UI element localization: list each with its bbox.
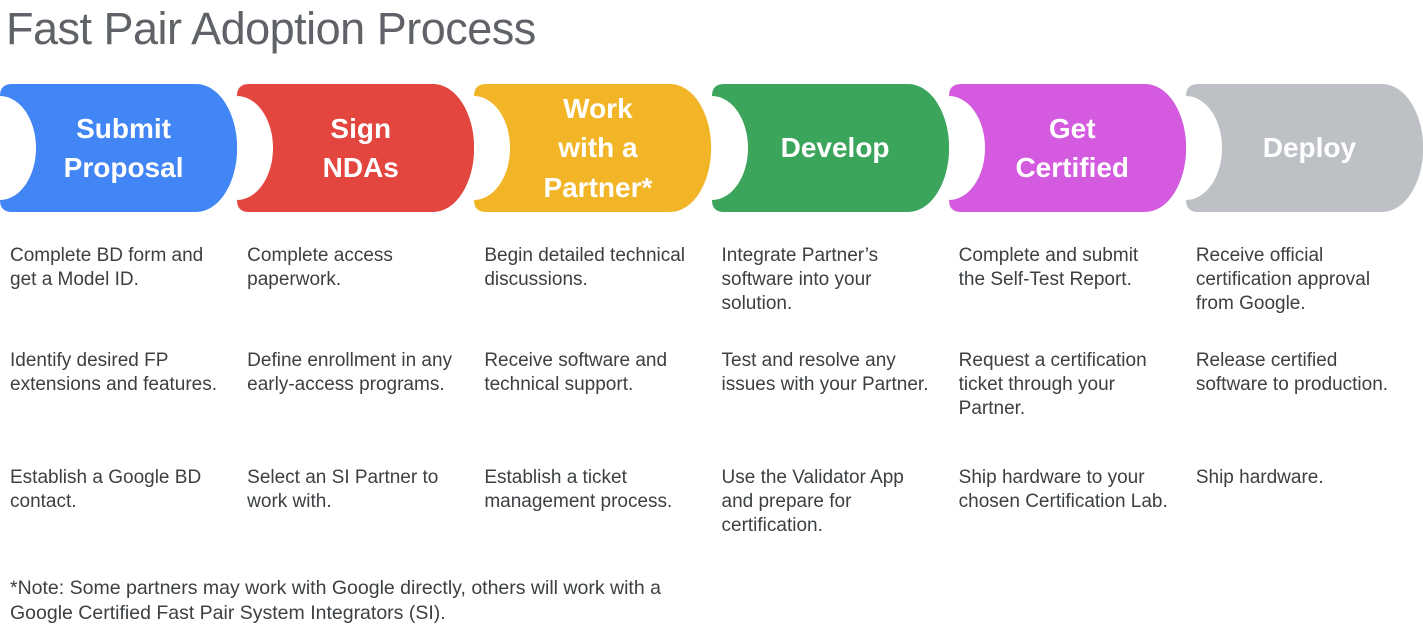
stage-label: Get Certified [1015, 112, 1130, 183]
stage-arrow-shape [1185, 84, 1423, 212]
stage-arrow-shape [474, 84, 712, 212]
stage-step: Release certified software to production… [1195, 350, 1389, 396]
stage-label: Develop [780, 132, 890, 164]
stage-shape-path [948, 84, 1186, 212]
stage-step: Complete access paperwork. [247, 245, 393, 291]
stage-arrow-shape [948, 84, 1186, 212]
stage-step: Test and resolve any issues with your Pa… [721, 350, 929, 396]
stage-banner-get-certified: Get Certified [948, 84, 1186, 212]
stage-shape-path [1185, 84, 1423, 212]
stage-shape-path [711, 84, 949, 212]
stage-step: Request a certification ticket through y… [958, 350, 1147, 420]
stage-banner-submit-proposal: Submit Proposal [0, 84, 238, 212]
stage-shape-path [0, 84, 238, 212]
footnote: *Note: Some partners may work with Googl… [10, 577, 661, 625]
process-diagram: Submit Proposal Sign NDAs Work with a Pa… [0, 84, 1423, 538]
stage-step: Integrate Partner’s software into your s… [721, 245, 879, 315]
stage-banner-develop: Develop [711, 84, 949, 212]
stage-label: Submit Proposal [63, 112, 184, 183]
stage-step: Define enrollment in any early-access pr… [247, 350, 453, 396]
stage-shape-path [474, 84, 712, 212]
stage-step: Select an SI Partner to work with. [247, 467, 439, 513]
stage-step: Identify desired FP extensions and featu… [10, 350, 218, 396]
stage-label: Work with a Partner* [543, 93, 653, 203]
stage-arrow-shape [237, 84, 475, 212]
stage-banner-deploy: Deploy [1185, 84, 1423, 212]
stage-step: Ship hardware to your chosen Certificati… [958, 467, 1168, 513]
stage-banner-work-with-partner: Work with a Partner* [474, 84, 712, 212]
page-title: Fast Pair Adoption Process [6, 3, 536, 54]
stage-step: Establish a ticket management process. [484, 467, 673, 513]
stage-step: Complete and submit the Self-Test Report… [958, 245, 1139, 291]
stage-label: Deploy [1262, 132, 1357, 164]
stage-step: Receive official certification approval … [1195, 245, 1371, 315]
stage-shape-path [237, 84, 475, 212]
stage-step: Establish a Google BD contact. [10, 467, 202, 513]
stage-step: Begin detailed technical discussions. [484, 245, 686, 291]
stage-arrow-shape [711, 84, 949, 212]
stage-step: Receive software and technical support. [484, 350, 668, 396]
stage-step: Ship hardware. [1195, 467, 1324, 488]
stage-label: Sign NDAs [322, 112, 399, 183]
stage-step: Use the Validator App and prepare for ce… [721, 467, 904, 537]
stage-arrow-shape [0, 84, 238, 212]
stage-step: Complete BD form and get a Model ID. [10, 245, 204, 291]
stage-banner-sign-ndas: Sign NDAs [237, 84, 475, 212]
